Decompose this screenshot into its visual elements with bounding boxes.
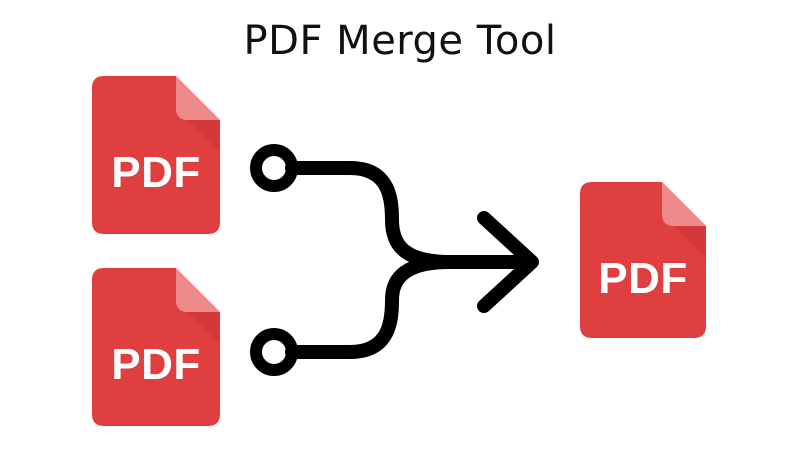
arrowhead-icon	[477, 211, 539, 313]
merge-connector	[250, 144, 539, 376]
pdf-file-shape	[580, 182, 706, 338]
bottom-branch-line	[285, 255, 457, 359]
pdf-file-shape	[92, 76, 220, 234]
page-title: PDF Merge Tool	[243, 18, 557, 64]
merge-arrow-icon	[240, 120, 550, 384]
input-pdf-bottom-icon: PDF	[92, 268, 220, 426]
top-branch-line	[285, 161, 457, 269]
output-pdf-icon: PDF	[580, 182, 706, 338]
input-pdf-bottom-label: PDF	[111, 340, 201, 389]
output-pdf-label: PDF	[598, 254, 688, 303]
input-pdf-top-label: PDF	[111, 148, 201, 197]
pdf-file-shape	[92, 268, 220, 426]
input-pdf-top-icon: PDF	[92, 76, 220, 234]
